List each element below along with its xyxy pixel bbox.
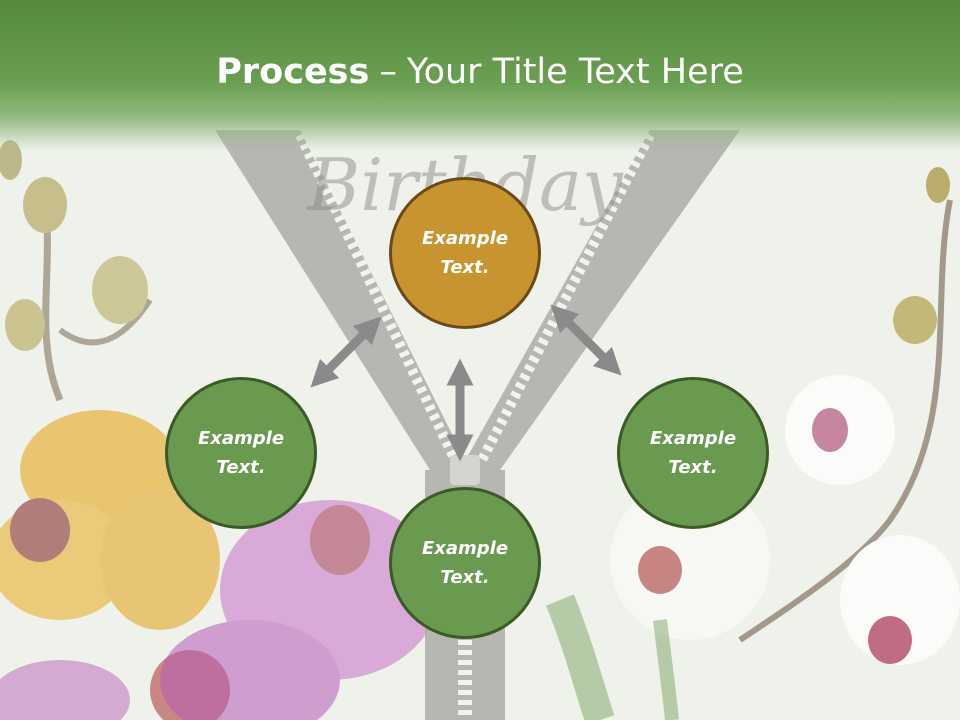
left-orchid-branch: [0, 140, 153, 402]
node-bottom-line1: Example: [421, 538, 509, 559]
node-top-line2: Text.: [440, 257, 490, 278]
node-right-line2: Text.: [668, 457, 718, 478]
node-left-line2: Text.: [216, 457, 266, 478]
node-bottom-line2: Text.: [440, 567, 490, 588]
pink-orchid: [0, 500, 440, 720]
node-left-line1: Example: [197, 428, 285, 449]
title-bold: Process: [216, 52, 370, 92]
slide-title[interactable]: Process–Your Title Text Here: [0, 52, 960, 92]
node-right-line1: Example: [649, 428, 737, 449]
title-band: [0, 0, 960, 150]
arrow-right-diagonal: [550, 304, 622, 376]
title-separator: –: [379, 52, 397, 92]
white-orchids: [546, 167, 960, 720]
title-rest: Your Title Text Here: [406, 52, 744, 92]
node-top-line1: Example: [421, 228, 509, 249]
arrow-left-diagonal: [310, 316, 382, 388]
